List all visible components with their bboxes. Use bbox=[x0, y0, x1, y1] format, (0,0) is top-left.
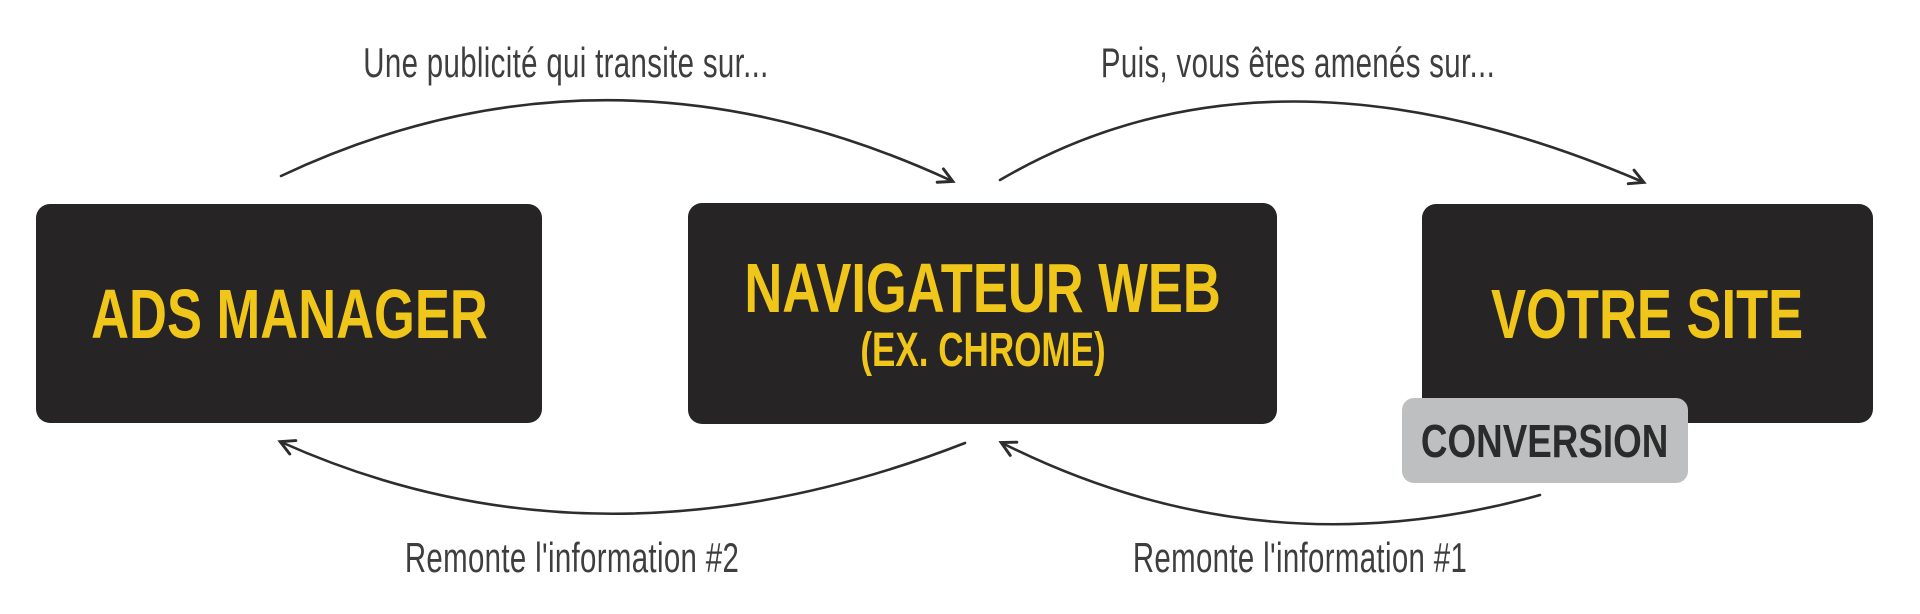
edge-label-report-info-1: Remonte l'information #1 bbox=[1061, 537, 1539, 579]
node-title: NAVIGATEUR WEB bbox=[744, 248, 1221, 327]
node-navigateur-web: NAVIGATEUR WEB (EX. CHROME) bbox=[688, 203, 1277, 424]
conversion-badge: CONVERSION bbox=[1402, 398, 1688, 483]
node-title: VOTRE SITE bbox=[1491, 274, 1804, 353]
conversion-badge-label: CONVERSION bbox=[1421, 414, 1669, 467]
node-subtitle: (EX. CHROME) bbox=[859, 323, 1106, 377]
edge-label-text: Remonte l'information #2 bbox=[404, 534, 740, 581]
edge-label-text: Puis, vous êtes amenés sur... bbox=[1100, 39, 1496, 86]
edge-label-ad-transit: Une publicité qui transite sur... bbox=[276, 42, 855, 84]
arrow-browser-to-site-icon bbox=[998, 100, 1647, 186]
node-ads-manager: ADS MANAGER bbox=[36, 204, 542, 423]
edge-label-text: Remonte l'information #1 bbox=[1132, 534, 1468, 581]
edge-label-brought-to: Puis, vous êtes amenés sur... bbox=[1016, 42, 1579, 84]
node-votre-site: VOTRE SITE bbox=[1422, 204, 1873, 423]
edge-label-text: Une publicité qui transite sur... bbox=[363, 39, 769, 86]
edge-label-report-info-2: Remonte l'information #2 bbox=[333, 537, 811, 579]
arrow-ads-to-browser-icon bbox=[279, 98, 956, 184]
arrow-browser-to-ads-icon bbox=[277, 439, 967, 515]
node-title: ADS MANAGER bbox=[90, 274, 488, 353]
